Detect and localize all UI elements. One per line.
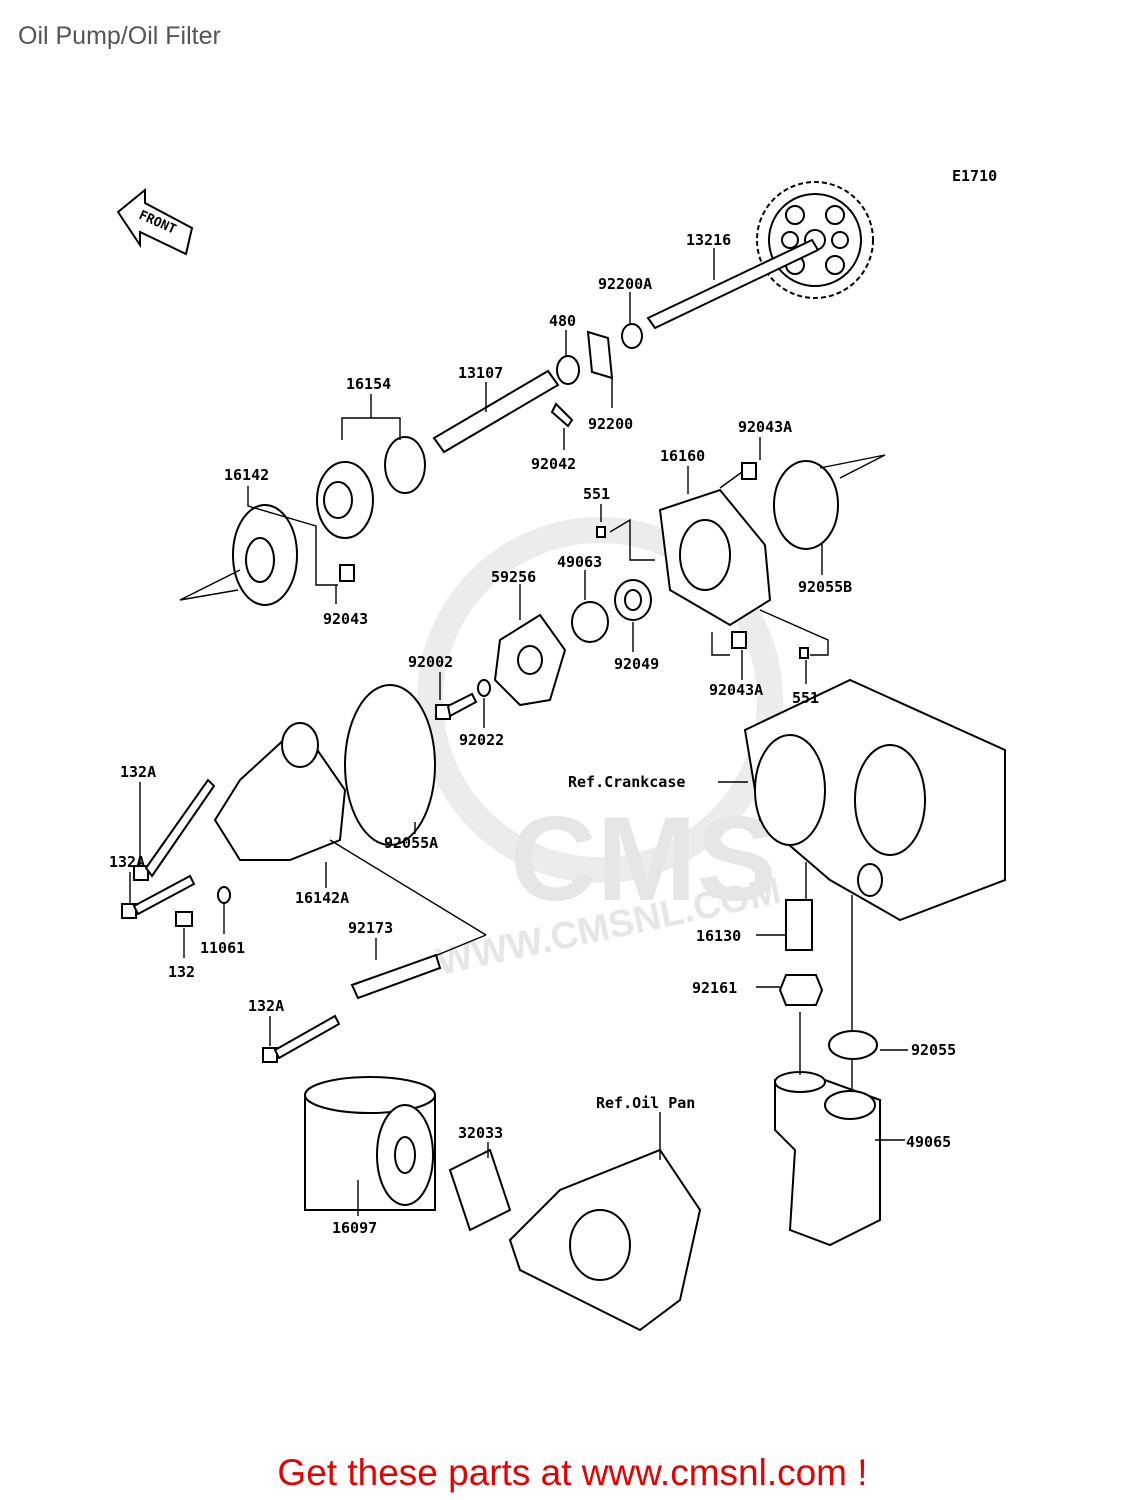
page-title: Oil Pump/Oil Filter (18, 22, 221, 50)
label-16142A: 16142A (295, 889, 349, 907)
parts-diagram: CMS WWW.CMSNL.COM FRONT E1710 (109, 167, 1006, 1332)
bracket-92173 (350, 953, 442, 1000)
gasket-92055A (344, 684, 436, 846)
oring-92055B (773, 460, 839, 550)
label-92055A: 92055A (384, 834, 438, 852)
label-13107: 13107 (458, 364, 503, 382)
pipe-32033 (448, 1148, 512, 1232)
pin-92042 (550, 402, 574, 428)
label-132A-1: 132A (120, 763, 156, 781)
dowel-92043 (339, 564, 355, 582)
label-92055: 92055 (911, 1041, 956, 1059)
nut-92161 (778, 974, 824, 1006)
rotor-16154 (316, 436, 426, 539)
crankcase-ref (743, 678, 1006, 922)
footer-link[interactable]: Get these parts at www.cmsnl.com ! (277, 1452, 868, 1493)
label-49065: 49065 (906, 1133, 951, 1151)
label-480: 480 (549, 312, 576, 330)
label-132A-2: 132A (109, 853, 145, 871)
circlip-480 (556, 355, 580, 385)
ref-line-92055B-2 (839, 454, 886, 479)
bolt-132A-2 (121, 874, 196, 919)
label-92042: 92042 (531, 455, 576, 473)
label-16154: 16154 (346, 375, 391, 393)
gear-13216 (646, 181, 874, 330)
label-92049: 92049 (614, 655, 659, 673)
dowel-92043A-bot (731, 631, 747, 649)
label-92200A: 92200A (598, 275, 652, 293)
label-132A-3: 132A (248, 997, 284, 1015)
bolt-132 (175, 911, 193, 927)
impeller-59256 (493, 613, 567, 707)
plate-92200 (586, 330, 614, 380)
label-92161: 92161 (692, 979, 737, 997)
bolt-132A-3 (262, 1014, 341, 1063)
front-arrow-icon: FRONT (116, 187, 194, 256)
label-59256: 59256 (491, 568, 536, 586)
cover-16160 (658, 488, 772, 627)
dowel-92043A-top (741, 462, 757, 480)
ref-line-92055B (819, 454, 886, 469)
strainer-49065 (774, 1071, 881, 1247)
label-16130: 16130 (696, 927, 741, 945)
bolt-132A-1 (133, 778, 216, 881)
label-92002: 92002 (408, 653, 453, 671)
diagram-code: E1710 (952, 167, 997, 185)
label-92043A-bot: 92043A (709, 681, 763, 699)
label-92200: 92200 (588, 415, 633, 433)
pin-551-bot (799, 647, 809, 659)
label-16142: 16142 (224, 466, 269, 484)
ref-crankcase: Ref.Crankcase (568, 773, 685, 791)
oil-pan-ref (508, 1148, 702, 1332)
washer-92200A (621, 323, 643, 349)
pin-551-top (596, 526, 606, 538)
fitting-16130 (785, 899, 813, 951)
label-92055B: 92055B (798, 578, 852, 596)
label-92043A-top: 92043A (738, 418, 792, 436)
label-16160: 16160 (660, 447, 705, 465)
label-16097: 16097 (332, 1219, 377, 1237)
label-49063: 49063 (557, 553, 602, 571)
label-13216: 13216 (686, 231, 731, 249)
label-11061: 11061 (200, 939, 245, 957)
pump-cover-16142A (213, 722, 487, 959)
seal-92055 (828, 1030, 878, 1060)
pump-body-16142 (179, 504, 298, 606)
leader-lines (129, 248, 908, 1216)
oil-filter-16097 (304, 1076, 436, 1211)
label-132: 132 (168, 963, 195, 981)
bolt-92002 (435, 692, 478, 720)
label-92043: 92043 (323, 610, 368, 628)
washer-11061 (217, 886, 231, 904)
seal-49063 (571, 601, 609, 643)
ref-oil-pan: Ref.Oil Pan (596, 1094, 695, 1112)
shaft-13107 (432, 369, 560, 454)
label-551-top: 551 (583, 485, 610, 503)
label-92022: 92022 (459, 731, 504, 749)
label-92173: 92173 (348, 919, 393, 937)
watermark-logo: CMS (510, 792, 777, 926)
label-551-bot: 551 (792, 689, 819, 707)
washer-92022 (477, 679, 491, 697)
label-32033: 32033 (458, 1124, 503, 1142)
